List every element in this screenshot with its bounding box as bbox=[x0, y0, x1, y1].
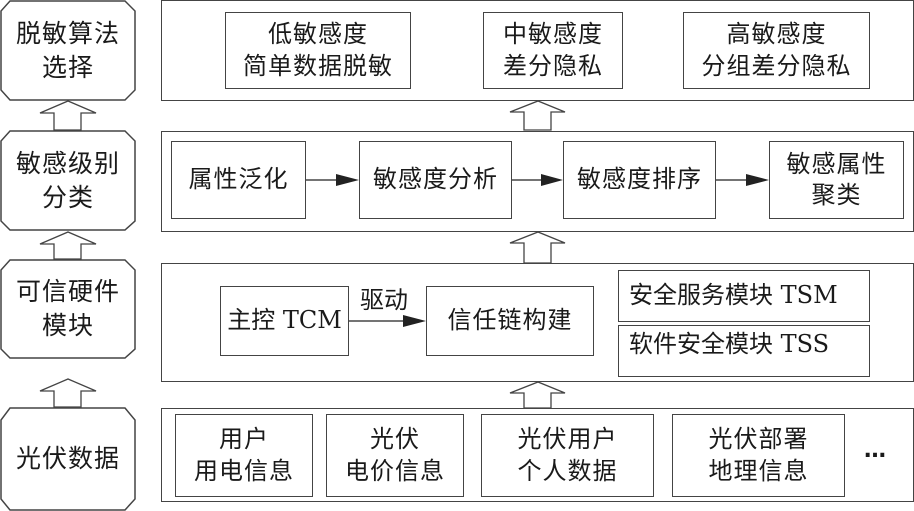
algo-box-low-line-2: 简单数据脱敏 bbox=[243, 51, 393, 80]
algo-box-medium: 中敏感度 差分隐私 bbox=[483, 12, 623, 89]
layer-label-1: 脱敏算法 选择 bbox=[1, 1, 135, 100]
layer-label-3: 可信硬件 模块 bbox=[1, 260, 135, 358]
algo-box-medium-line-1: 中敏感度 bbox=[503, 20, 603, 49]
data-box-1-line-1: 用户 bbox=[219, 425, 269, 454]
up-arrow-right-3 bbox=[509, 381, 566, 409]
algo-box-high-line-2: 分组差分隐私 bbox=[701, 51, 852, 80]
algo-box-high-line-1: 高敏感度 bbox=[726, 20, 827, 49]
data-box-3-line-1: 光伏用户 bbox=[517, 425, 618, 454]
algo-box-low-line-1: 低敏感度 bbox=[268, 20, 368, 49]
up-arrow-left-3 bbox=[39, 378, 97, 408]
flow-box-3-label: 敏感度排序 bbox=[577, 165, 702, 194]
data-box-user-consumption: 用户 用电信息 bbox=[175, 414, 313, 497]
trust-chain-box: 信任链构建 bbox=[426, 286, 594, 356]
data-box-2-line-2: 电价信息 bbox=[345, 456, 445, 485]
up-arrow-left-1 bbox=[39, 100, 97, 131]
layer-label-4: 光伏数据 bbox=[1, 408, 135, 510]
controller-tcm-box: 主控 TCM bbox=[220, 286, 349, 356]
algo-box-high: 高敏感度 分组差分隐私 bbox=[683, 12, 870, 89]
flow-box-attribute-generalization: 属性泛化 bbox=[171, 141, 306, 219]
flow-box-sensitivity-ranking: 敏感度排序 bbox=[563, 141, 716, 219]
algo-box-low: 低敏感度 简单数据脱敏 bbox=[225, 12, 411, 89]
layer-label-2-line-2: 分类 bbox=[41, 182, 94, 212]
trust-chain-label: 信任链构建 bbox=[447, 306, 573, 335]
layer-label-3-line-1: 可信硬件 bbox=[15, 277, 120, 307]
layer-label-1-line-1: 脱敏算法 bbox=[15, 18, 120, 48]
flow-box-2-label: 敏感度分析 bbox=[373, 165, 498, 194]
data-box-4-line-2: 地理信息 bbox=[708, 456, 809, 485]
layer-label-4-line-1: 光伏数据 bbox=[15, 444, 120, 474]
up-arrow-right-1 bbox=[509, 100, 566, 131]
data-box-3-line-2: 个人数据 bbox=[517, 456, 618, 485]
flow-box-4-line-1: 敏感属性 bbox=[786, 149, 887, 178]
data-box-pv-deployment-geo: 光伏部署 地理信息 bbox=[672, 414, 845, 497]
flow-box-1-label: 属性泛化 bbox=[188, 165, 289, 194]
flow-box-attribute-clustering: 敏感属性 聚类 bbox=[769, 141, 904, 219]
data-box-pv-user-personal: 光伏用户 个人数据 bbox=[481, 414, 654, 497]
algo-box-medium-line-2: 差分隐私 bbox=[503, 51, 603, 80]
controller-tcm-label: 主控 TCM bbox=[227, 306, 342, 335]
flow-box-sensitivity-analysis: 敏感度分析 bbox=[359, 141, 512, 219]
flow-box-4-line-2: 聚类 bbox=[811, 181, 862, 209]
up-arrow-right-2 bbox=[509, 231, 566, 264]
drive-edge-label: 驱动 bbox=[360, 286, 408, 314]
data-box-2-line-1: 光伏 bbox=[370, 425, 420, 454]
tss-module-label: 软件安全模块 TSS bbox=[629, 330, 830, 358]
more-data-ellipsis: … bbox=[864, 438, 888, 463]
layer-label-1-line-2: 选择 bbox=[41, 52, 94, 82]
layer-label-2-line-1: 敏感级别 bbox=[15, 148, 120, 178]
tsm-module-label: 安全服务模块 TSM bbox=[629, 281, 838, 310]
tss-module-box: 软件安全模块 TSS bbox=[618, 325, 870, 377]
layer-label-2: 敏感级别 分类 bbox=[1, 131, 135, 230]
data-box-pv-price: 光伏 电价信息 bbox=[326, 414, 464, 497]
up-arrow-left-2 bbox=[39, 231, 97, 260]
data-box-1-line-2: 用电信息 bbox=[194, 456, 294, 485]
data-box-4-line-1: 光伏部署 bbox=[708, 425, 809, 454]
tsm-module-box: 安全服务模块 TSM bbox=[618, 270, 870, 322]
layer-label-3-line-2: 模块 bbox=[41, 311, 94, 340]
